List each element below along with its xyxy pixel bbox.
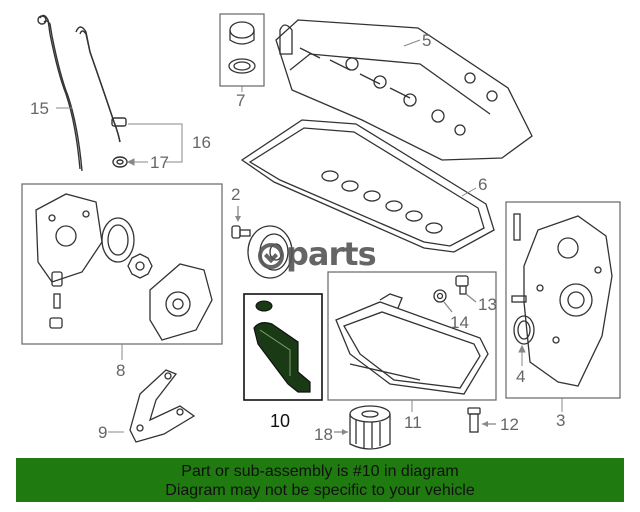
zvparts-logo: parts — [258, 235, 377, 273]
bracket-part-9[interactable] — [129, 369, 196, 443]
logo-mark-icon — [258, 243, 284, 269]
bolt-part-12[interactable] — [467, 407, 496, 433]
valve-cover-part-5[interactable] — [275, 19, 533, 161]
callout-17: 17 — [150, 153, 169, 172]
callout-12: 12 — [500, 415, 519, 434]
callout-2: 2 — [231, 185, 241, 204]
oil-pan-box-11[interactable] — [327, 271, 497, 401]
callout-3: 3 — [556, 411, 566, 430]
callout-7: 7 — [236, 91, 246, 110]
callout-5: 5 — [422, 31, 432, 50]
callout-18: 18 — [314, 425, 333, 444]
callout-13: 13 — [478, 295, 497, 314]
timing-cover-box-3[interactable] — [505, 201, 621, 399]
info-banner: Part or sub-assembly is #10 in diagram D… — [16, 458, 624, 502]
callout-15: 15 — [30, 99, 49, 118]
bolt-part-2[interactable] — [231, 206, 251, 239]
dipstick-part-15[interactable] — [37, 14, 83, 172]
drain-washer-part-14[interactable] — [433, 289, 453, 313]
callout-9: 9 — [98, 423, 108, 442]
drain-plug-part-13[interactable] — [455, 275, 477, 303]
callout-6: 6 — [478, 175, 488, 194]
logo-text: parts — [286, 235, 377, 273]
banner-line-2: Diagram may not be specific to your vehi… — [165, 482, 475, 499]
oil-pump-box-8[interactable] — [21, 183, 223, 345]
oil-cap-box-7[interactable] — [219, 13, 265, 92]
oring-part-17[interactable] — [112, 156, 128, 168]
leader-arrow-4 — [518, 344, 526, 366]
oil-strainer-box-10[interactable] — [243, 293, 323, 401]
callout-8: 8 — [116, 361, 126, 380]
callout-14: 14 — [450, 313, 469, 332]
banner-line-1: Part or sub-assembly is #10 in diagram — [181, 463, 459, 480]
leader-lines-upper-left — [56, 107, 183, 166]
callout-16: 16 — [192, 133, 211, 152]
parts-diagram — [21, 13, 621, 450]
callout-10: 10 — [270, 411, 291, 431]
dipstick-tube-part-16[interactable] — [75, 26, 127, 143]
oil-filter-part-18[interactable] — [334, 405, 391, 450]
callout-11: 11 — [404, 413, 422, 432]
valve-cover-gasket-part-6[interactable] — [240, 119, 495, 253]
callout-4: 4 — [516, 367, 526, 386]
